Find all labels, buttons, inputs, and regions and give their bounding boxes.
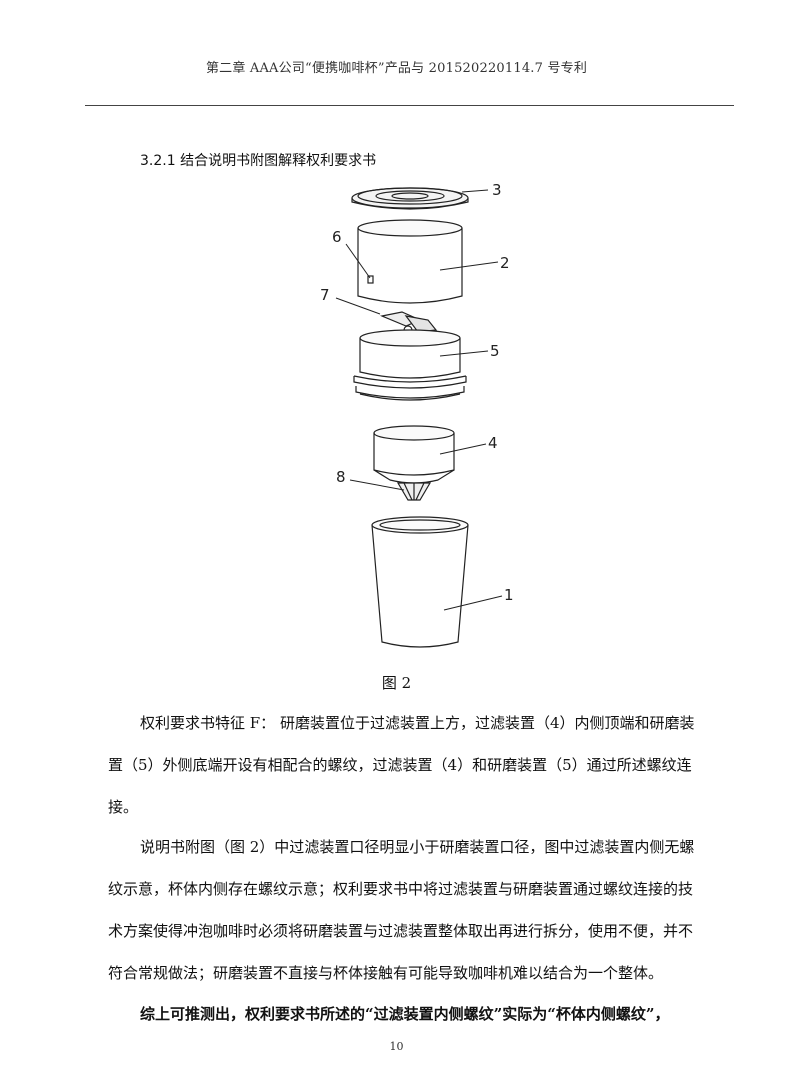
- paragraph-figure-analysis: 说明书附图（图 2）中过滤装置口径明显小于研磨装置口径，图中过滤装置内侧无螺 纹…: [108, 826, 734, 994]
- callout-5: 5: [490, 342, 500, 360]
- part-grinder: [353, 329, 467, 401]
- part-cup-body: [371, 516, 469, 648]
- text-line: 说明书附图（图 2）中过滤装置口径明显小于研磨装置口径，图中过滤装置内侧无螺: [140, 838, 695, 856]
- part-lid: [351, 187, 469, 210]
- patent-figure-exploded-cup: 3 2 6 7 5 4 8 1: [320, 181, 514, 648]
- callout-7: 7: [320, 286, 330, 304]
- paragraph-conclusion: 综上可推测出，权利要求书所述的“过滤装置内侧螺纹”实际为“杯体内侧螺纹”，: [108, 993, 734, 1035]
- text-line: 置（5）外侧底端开设有相配合的螺纹，过滤装置（4）和研磨装置（5）通过所述螺纹连: [108, 756, 692, 774]
- figure-caption: 图 2: [381, 674, 412, 692]
- part-upper-cylinder: [357, 219, 463, 304]
- callout-8: 8: [336, 468, 346, 486]
- header-divider: [85, 105, 734, 106]
- callout-6: 6: [332, 228, 342, 246]
- text-line: 符合常规做法；研磨装置不直接与杯体接触有可能导致咖啡机难以结合为一个整体。: [108, 964, 664, 982]
- text-line: 权利要求书特征 F： 研磨装置位于过滤装置上方，过滤装置（4）内侧顶端和研磨装: [140, 714, 695, 732]
- callout-1: 1: [504, 586, 514, 604]
- part-filter: [373, 425, 455, 484]
- text-line: 接。: [108, 798, 139, 816]
- section-heading: 3.2.1 结合说明书附图解释权利要求书: [140, 153, 377, 169]
- running-header: 第二章 AAA公司“便携咖啡杯”产品与 201520220114.7 号专利: [205, 61, 588, 76]
- callout-2: 2: [500, 254, 510, 272]
- text-line: 综上可推测出，权利要求书所述的“过滤装置内侧螺纹”实际为“杯体内侧螺纹”，: [140, 1005, 670, 1023]
- text-line: 术方案使得冲泡咖啡时必须将研磨装置与过滤装置整体取出再进行拆分，使用不便，并不: [108, 922, 694, 940]
- callout-3: 3: [492, 181, 502, 199]
- paragraph-claim-feature-f: 权利要求书特征 F： 研磨装置位于过滤装置上方，过滤装置（4）内侧顶端和研磨装 …: [108, 702, 734, 828]
- text-line: 纹示意，杯体内侧存在螺纹示意；权利要求书中将过滤装置与研磨装置通过螺纹连接的技: [108, 880, 694, 898]
- callout-4: 4: [488, 434, 498, 452]
- page-number: 10: [389, 1040, 404, 1053]
- part-cone: [396, 482, 432, 501]
